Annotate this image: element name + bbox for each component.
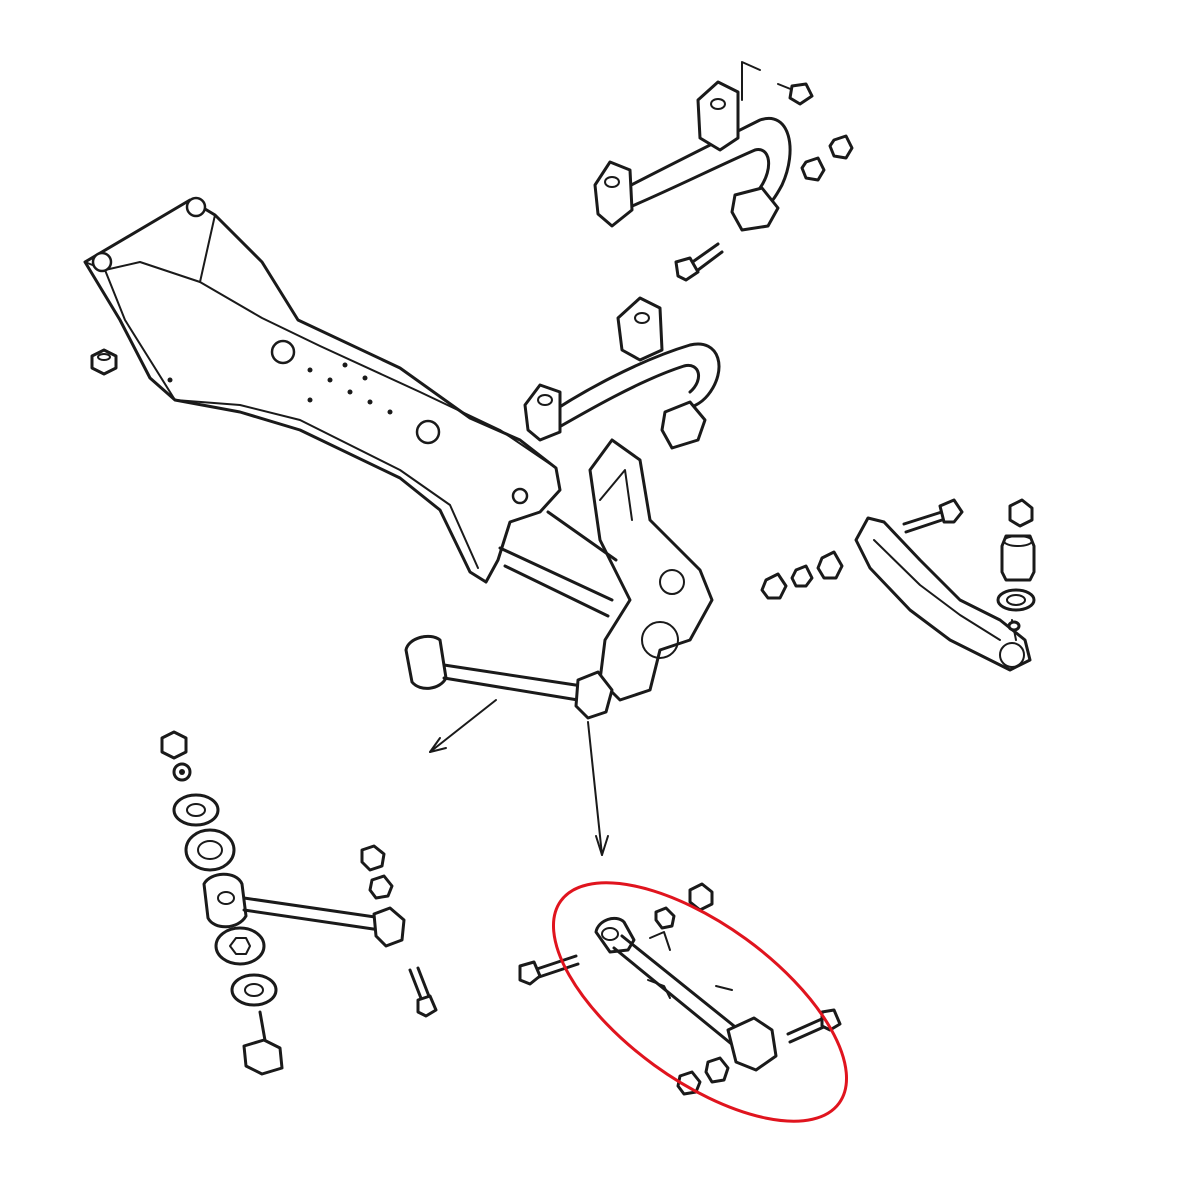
exploded-view-arrow-down <box>587 721 609 856</box>
bump-stop-nut <box>1008 498 1034 528</box>
rear-knuckle <box>588 438 714 702</box>
upper-arm-bolt-top <box>777 82 814 106</box>
subframe-mount-nut <box>90 348 118 376</box>
camber-link-nut-b <box>790 564 814 588</box>
exploded-view-arrow-left <box>429 699 497 753</box>
upper-arm-nut-2 <box>800 156 826 182</box>
upper-arm-nut-1 <box>828 134 854 160</box>
bump-stop-bushing <box>1000 534 1036 582</box>
stabilizer-bar-mounted <box>523 296 721 450</box>
upper-arm-exploded <box>593 80 792 232</box>
camber-link-nut-a <box>816 550 844 580</box>
trailing-arm-bolt-left <box>518 954 580 986</box>
stabilizer-link-nut-a <box>360 844 386 872</box>
stabilizer-link-arm <box>202 872 406 948</box>
toe-control-arm-assembled <box>404 634 614 720</box>
camber-link-bolt <box>902 498 964 534</box>
stabilizer-link-bushing-2 <box>214 926 266 966</box>
upper-arm-bracket-pin <box>741 61 761 101</box>
trailing-arm-bolt-right <box>786 1008 842 1044</box>
camber-link-exploded <box>854 516 1032 672</box>
rear-trailing-arm-assembly <box>594 916 778 1072</box>
stabilizer-link-nut-top <box>160 730 188 760</box>
trailing-arm-nut-mid <box>654 906 676 930</box>
trailing-arm-nut-top <box>688 882 714 912</box>
stabilizer-link-washer-1 <box>172 793 220 827</box>
camber-link-nut-c <box>760 572 788 600</box>
lower-lateral-link <box>498 510 618 618</box>
stabilizer-link-lock-washer <box>172 762 192 782</box>
stabilizer-link-bolt-side <box>408 966 438 1018</box>
upper-arm-bolt-bottom <box>674 242 724 282</box>
rear-subframe <box>83 196 562 584</box>
trailing-arm-nut-bottom-a <box>704 1056 730 1084</box>
stabilizer-link-bushing-1 <box>184 828 236 872</box>
stabilizer-link-washer-2 <box>230 973 278 1007</box>
highlight-ellipse <box>551 881 849 1123</box>
stabilizer-link-bolt-bottom <box>242 1010 284 1076</box>
bump-stop-washer <box>996 588 1036 612</box>
stabilizer-link-nut-b <box>368 874 394 900</box>
